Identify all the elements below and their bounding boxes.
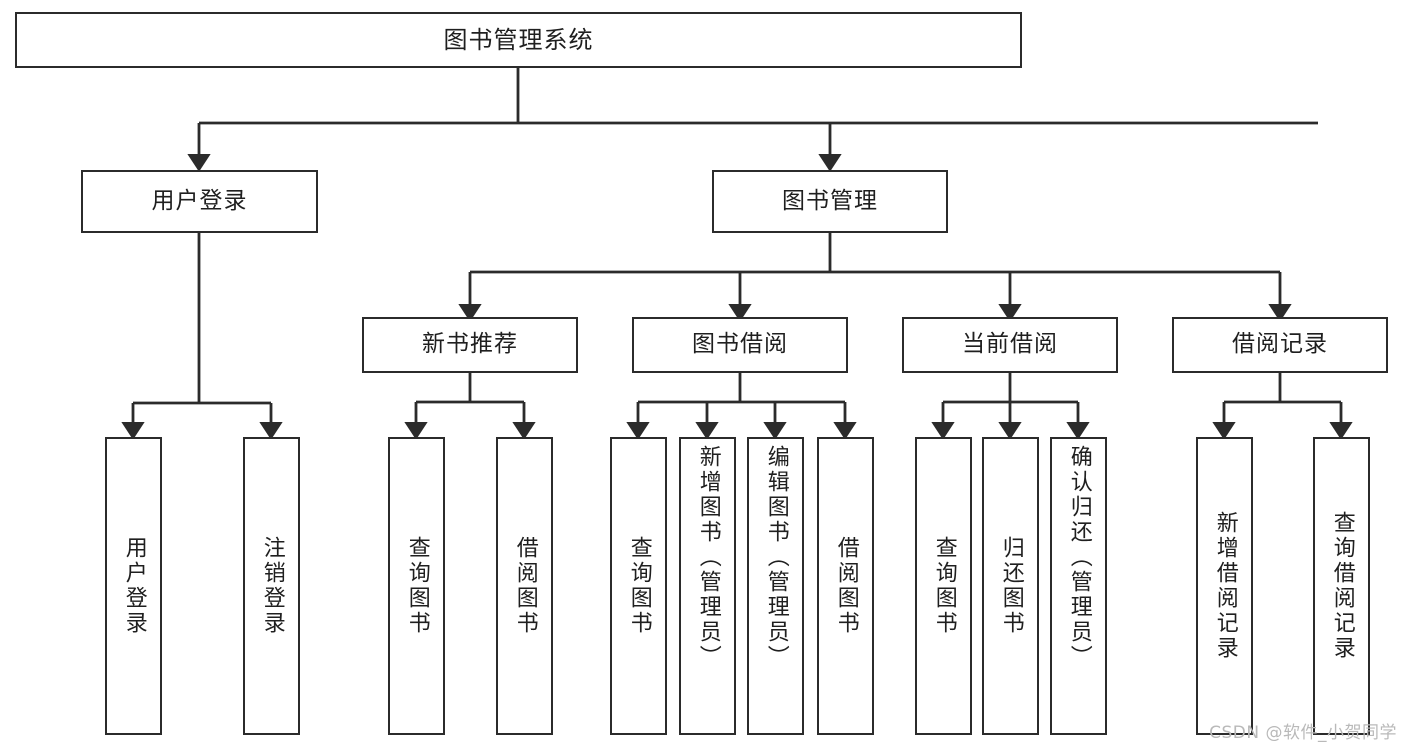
node-root-system[interactable]: 图书管理系统 <box>15 12 1022 68</box>
leaf-br-add-record-label: 新增借阅记录 <box>1212 511 1238 661</box>
leaf-cb-return-book-label: 归还图书 <box>998 536 1024 636</box>
node-user-login[interactable]: 用户登录 <box>81 170 318 233</box>
node-user-login-label: 用户登录 <box>151 187 248 214</box>
leaf-user-login-label: 用户登录 <box>121 536 147 636</box>
leaf-br-query-record-label: 查询借阅记录 <box>1329 511 1355 661</box>
leaf-cb-return-book[interactable]: 归还图书 <box>982 437 1039 735</box>
node-book-borrow-label: 图书借阅 <box>692 331 788 358</box>
leaf-nb-query-book[interactable]: 查询图书 <box>388 437 445 735</box>
leaf-nb-borrow-book-label: 借阅图书 <box>512 536 538 636</box>
node-borrow-record-label: 借阅记录 <box>1232 331 1328 358</box>
node-current-borrow[interactable]: 当前借阅 <box>902 317 1118 373</box>
node-book-management-label: 图书管理 <box>782 187 878 214</box>
node-new-book-recommend[interactable]: 新书推荐 <box>362 317 578 373</box>
leaf-bb-edit-book-admin[interactable]: 编辑图书（管理员） <box>747 437 804 735</box>
node-current-borrow-label: 当前借阅 <box>962 331 1058 358</box>
leaf-cb-query-book-label: 查询图书 <box>931 536 957 636</box>
leaf-cb-confirm-return-admin-label: 确认归还（管理员） <box>1066 445 1092 670</box>
leaf-br-query-record[interactable]: 查询借阅记录 <box>1313 437 1370 735</box>
leaf-bb-query-book[interactable]: 查询图书 <box>610 437 667 735</box>
leaf-logout-label: 注销登录 <box>259 536 285 636</box>
leaf-nb-borrow-book[interactable]: 借阅图书 <box>496 437 553 735</box>
leaf-br-add-record[interactable]: 新增借阅记录 <box>1196 437 1253 735</box>
leaf-logout[interactable]: 注销登录 <box>243 437 300 735</box>
node-borrow-record[interactable]: 借阅记录 <box>1172 317 1388 373</box>
leaf-bb-add-book-admin-label: 新增图书（管理员） <box>695 445 721 670</box>
leaf-user-login[interactable]: 用户登录 <box>105 437 162 735</box>
node-root-system-label: 图书管理系统 <box>443 25 594 54</box>
leaf-cb-confirm-return-admin[interactable]: 确认归还（管理员） <box>1050 437 1107 735</box>
leaf-bb-borrow-book-label: 借阅图书 <box>833 536 859 636</box>
node-book-management[interactable]: 图书管理 <box>712 170 948 233</box>
node-new-book-recommend-label: 新书推荐 <box>422 331 518 358</box>
leaf-bb-edit-book-admin-label: 编辑图书（管理员） <box>763 445 789 670</box>
leaf-nb-query-book-label: 查询图书 <box>404 536 430 636</box>
csdn-watermark: CSDN @软件_小贺同学 <box>1209 723 1397 743</box>
leaf-bb-borrow-book[interactable]: 借阅图书 <box>817 437 874 735</box>
leaf-cb-query-book[interactable]: 查询图书 <box>915 437 972 735</box>
leaf-bb-add-book-admin[interactable]: 新增图书（管理员） <box>679 437 736 735</box>
node-book-borrow[interactable]: 图书借阅 <box>632 317 848 373</box>
leaf-bb-query-book-label: 查询图书 <box>626 536 652 636</box>
